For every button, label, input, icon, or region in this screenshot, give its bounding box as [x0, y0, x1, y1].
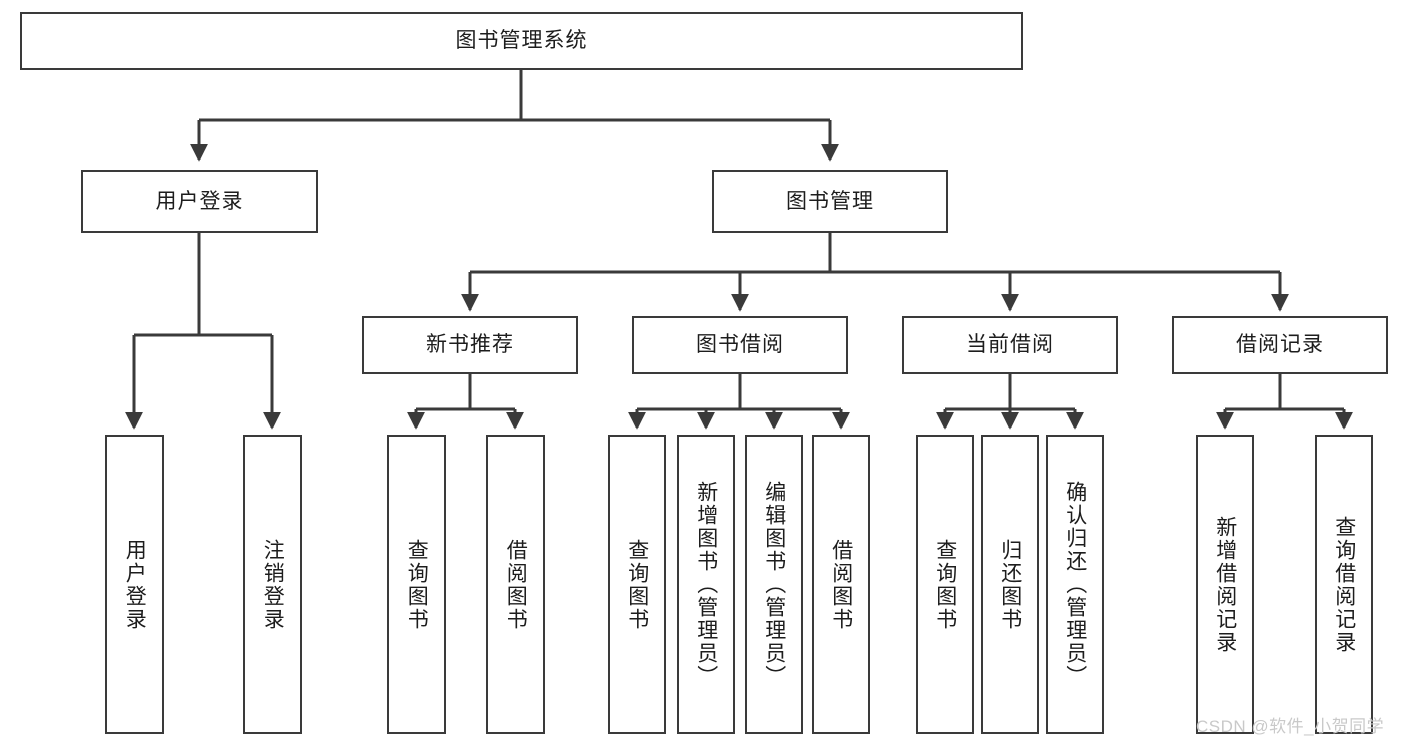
- leaf-return-book[interactable]: 归还图书: [981, 435, 1039, 734]
- node-label: 新书推荐: [426, 333, 514, 357]
- leaf-user-login[interactable]: 用户登录: [105, 435, 164, 734]
- node-label: 借阅图书: [504, 538, 528, 631]
- leaf-query-book-current[interactable]: 查询图书: [916, 435, 974, 734]
- node-label: 新增借阅记录: [1213, 515, 1237, 654]
- node-book-management[interactable]: 图书管理: [712, 170, 948, 233]
- node-label: 图书借阅: [696, 333, 784, 357]
- node-label: 当前借阅: [966, 333, 1054, 357]
- leaf-add-borrow-record[interactable]: 新增借阅记录: [1196, 435, 1254, 734]
- leaf-query-borrow-record[interactable]: 查询借阅记录: [1315, 435, 1373, 734]
- node-label: 借阅记录: [1236, 333, 1324, 357]
- node-label: 确认归还（管理员）: [1063, 481, 1087, 688]
- node-label: 编辑图书（管理员）: [762, 481, 786, 688]
- node-label: 借阅图书: [829, 538, 853, 631]
- node-label: 查询图书: [933, 538, 957, 631]
- node-label: 查询借阅记录: [1332, 515, 1356, 654]
- leaf-add-book-admin[interactable]: 新增图书（管理员）: [677, 435, 735, 734]
- leaf-query-book-borrow[interactable]: 查询图书: [608, 435, 666, 734]
- node-label: 图书管理: [786, 189, 874, 213]
- node-borrow-record[interactable]: 借阅记录: [1172, 316, 1388, 374]
- leaf-confirm-return-admin[interactable]: 确认归还（管理员）: [1046, 435, 1104, 734]
- node-label: 归还图书: [998, 538, 1022, 631]
- leaf-query-book-recommend[interactable]: 查询图书: [387, 435, 446, 734]
- node-label: 用户登录: [123, 538, 147, 631]
- leaf-logout[interactable]: 注销登录: [243, 435, 302, 734]
- node-book-management-system[interactable]: 图书管理系统: [20, 12, 1023, 70]
- node-current-borrow[interactable]: 当前借阅: [902, 316, 1118, 374]
- node-label: 查询图书: [625, 538, 649, 631]
- node-label: 用户登录: [155, 189, 244, 213]
- node-label: 注销登录: [261, 538, 285, 631]
- leaf-edit-book-admin[interactable]: 编辑图书（管理员）: [745, 435, 803, 734]
- node-label: 图书管理系统: [455, 29, 588, 53]
- node-book-borrow[interactable]: 图书借阅: [632, 316, 848, 374]
- node-label: 查询图书: [405, 538, 429, 631]
- leaf-borrow-book-recommend[interactable]: 借阅图书: [486, 435, 545, 734]
- node-new-book-recommend[interactable]: 新书推荐: [362, 316, 578, 374]
- node-user-login[interactable]: 用户登录: [81, 170, 318, 233]
- leaf-borrow-book[interactable]: 借阅图书: [812, 435, 870, 734]
- node-label: 新增图书（管理员）: [694, 481, 718, 688]
